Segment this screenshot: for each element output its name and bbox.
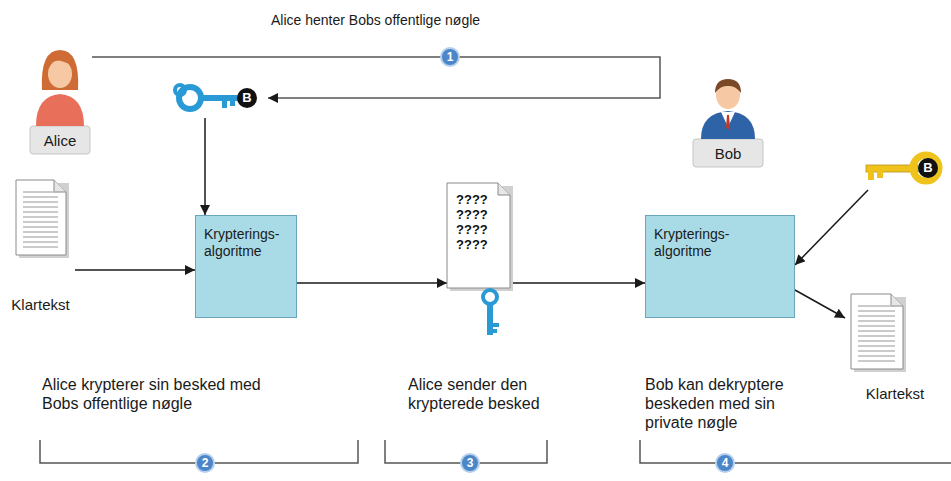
flow-arrow [795,190,868,265]
flow-arrow [297,282,447,284]
node-text: Krypterings- algoritme [204,226,288,260]
node-text: ???? ???? ???? ???? [456,192,496,252]
algorithm-box: Krypterings- algoritme [195,215,297,318]
flow-arrow [513,282,645,284]
node-text: B [918,158,938,178]
flow-arrow [795,290,845,318]
flow-arrow [75,269,195,271]
node-text: Bob [715,145,742,162]
public-key: B [172,78,267,118]
callout-number: 4 [715,453,735,473]
step-bracket [640,440,951,463]
node-text: Krypterings- algoritme [654,226,744,260]
flow-arrow [204,118,206,215]
edge-label: Alice henter Bobs offentlige nøgle [268,12,483,28]
node-text: Klartekst [11,296,69,313]
private-key: B [860,145,948,190]
step-caption: Alice sender den krypterede besked [408,375,558,413]
callout-number: 3 [460,453,480,473]
person-figure: Alice [30,42,90,154]
plaintext-document: Klartekst [8,178,73,313]
step-caption: Alice krypterer sin besked med Bobs offe… [42,375,292,413]
person-figure: Bob [693,75,763,167]
algorithm-box: Krypterings- algoritme [645,215,795,318]
node-text: B [237,88,257,108]
step-caption: Bob kan dekryptere beskeden med sin priv… [645,375,820,432]
flow-arrow [92,57,660,98]
plaintext-document: Klartekst [845,292,945,402]
node-text: Alice [44,132,77,149]
node-text: Klartekst [866,385,924,402]
callout-number: 2 [195,453,215,473]
plaintext-document-art [8,178,73,313]
encrypted-document: ???? ???? ???? ???? [447,183,513,343]
callout-number: 1 [440,47,460,67]
